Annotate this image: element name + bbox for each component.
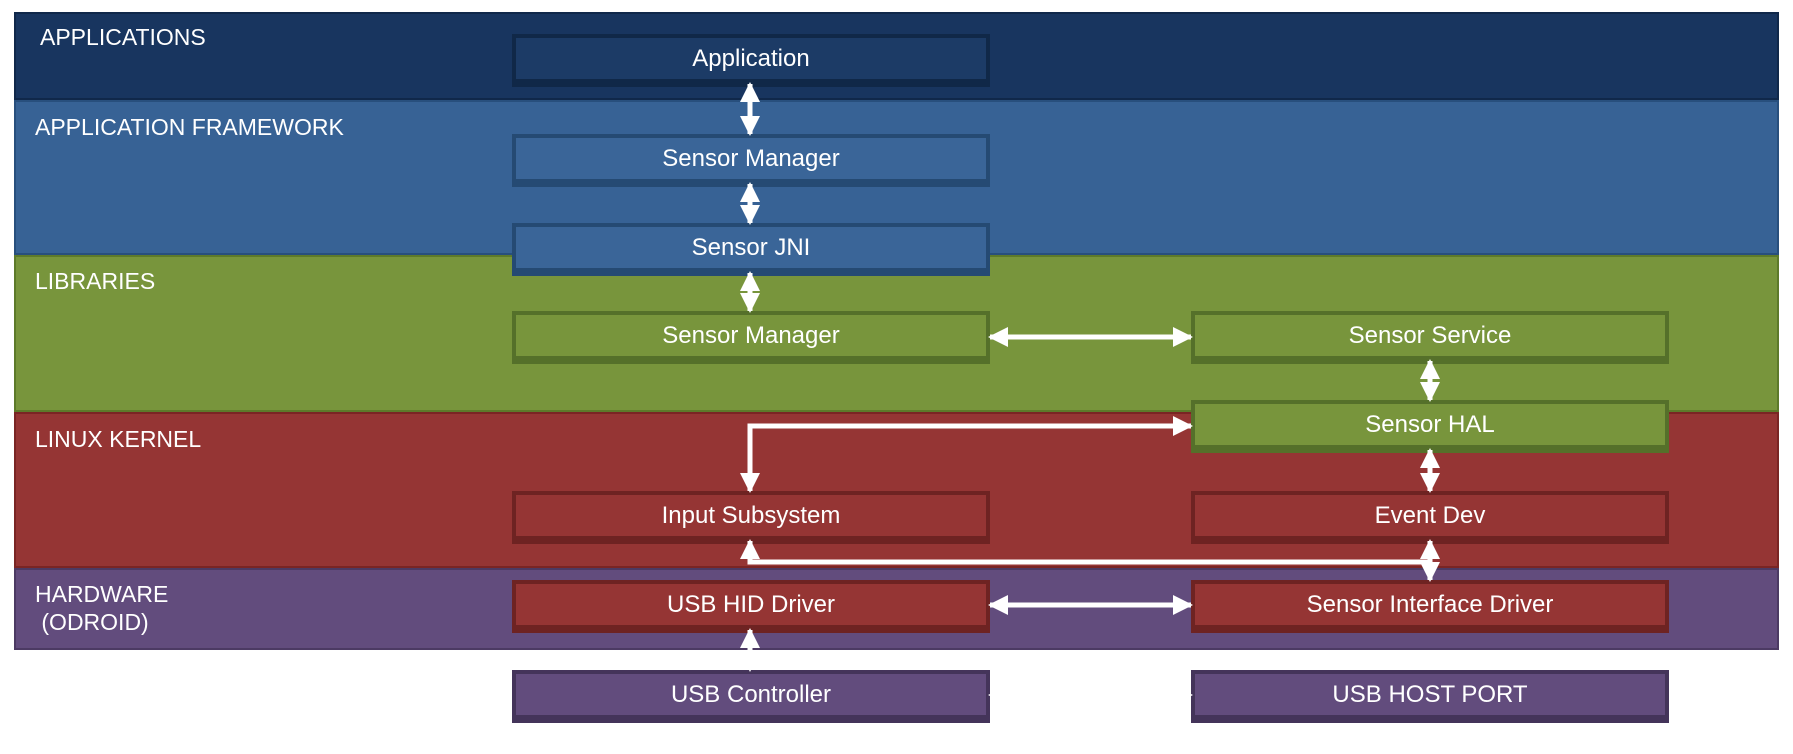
- box-event-dev: Event Dev: [1191, 491, 1669, 544]
- layer-label-libraries: LIBRARIES: [35, 268, 156, 294]
- box-input-subsystem-label: Input Subsystem: [661, 501, 841, 529]
- box-framework-sensor-manager-label: Sensor Manager: [662, 144, 840, 172]
- box-usb-hid-driver-label: USB HID Driver: [666, 590, 835, 618]
- box-usb-controller-label: USB Controller: [670, 680, 832, 708]
- box-usb-host-port-label: USB HOST PORT: [1332, 680, 1528, 708]
- arrow-input-subsystem-hal: [740, 416, 1193, 493]
- box-sensor-jni-label: Sensor JNI: [691, 233, 811, 261]
- box-application-label: Application: [692, 44, 810, 72]
- box-libraries-sensor-manager: Sensor Manager: [512, 311, 990, 364]
- box-libraries-sensor-manager-label: Sensor Manager: [662, 321, 840, 349]
- box-sensor-interface-driver: Sensor Interface Driver: [1191, 580, 1669, 633]
- box-event-dev-label: Event Dev: [1374, 501, 1486, 529]
- layer-label-hardware-sub: (ODROID): [35, 609, 149, 635]
- box-usb-host-port: USB HOST PORT: [1191, 670, 1669, 723]
- box-sensor-interface-driver-label: Sensor Interface Driver: [1306, 590, 1554, 618]
- box-usb-controller: USB Controller: [512, 670, 990, 723]
- box-sensor-hal-label: Sensor HAL: [1365, 410, 1495, 438]
- layer-label-linux-kernel: LINUX KERNEL: [35, 426, 202, 452]
- layer-label-hardware: HARDWARE: [35, 581, 169, 607]
- box-sensor-service-label: Sensor Service: [1348, 321, 1512, 349]
- layer-label-application-framework: APPLICATION FRAMEWORK: [35, 114, 344, 140]
- layer-label-applications: APPLICATIONS: [40, 24, 206, 50]
- arrow-event-dev-input-subsystem: [740, 539, 1440, 565]
